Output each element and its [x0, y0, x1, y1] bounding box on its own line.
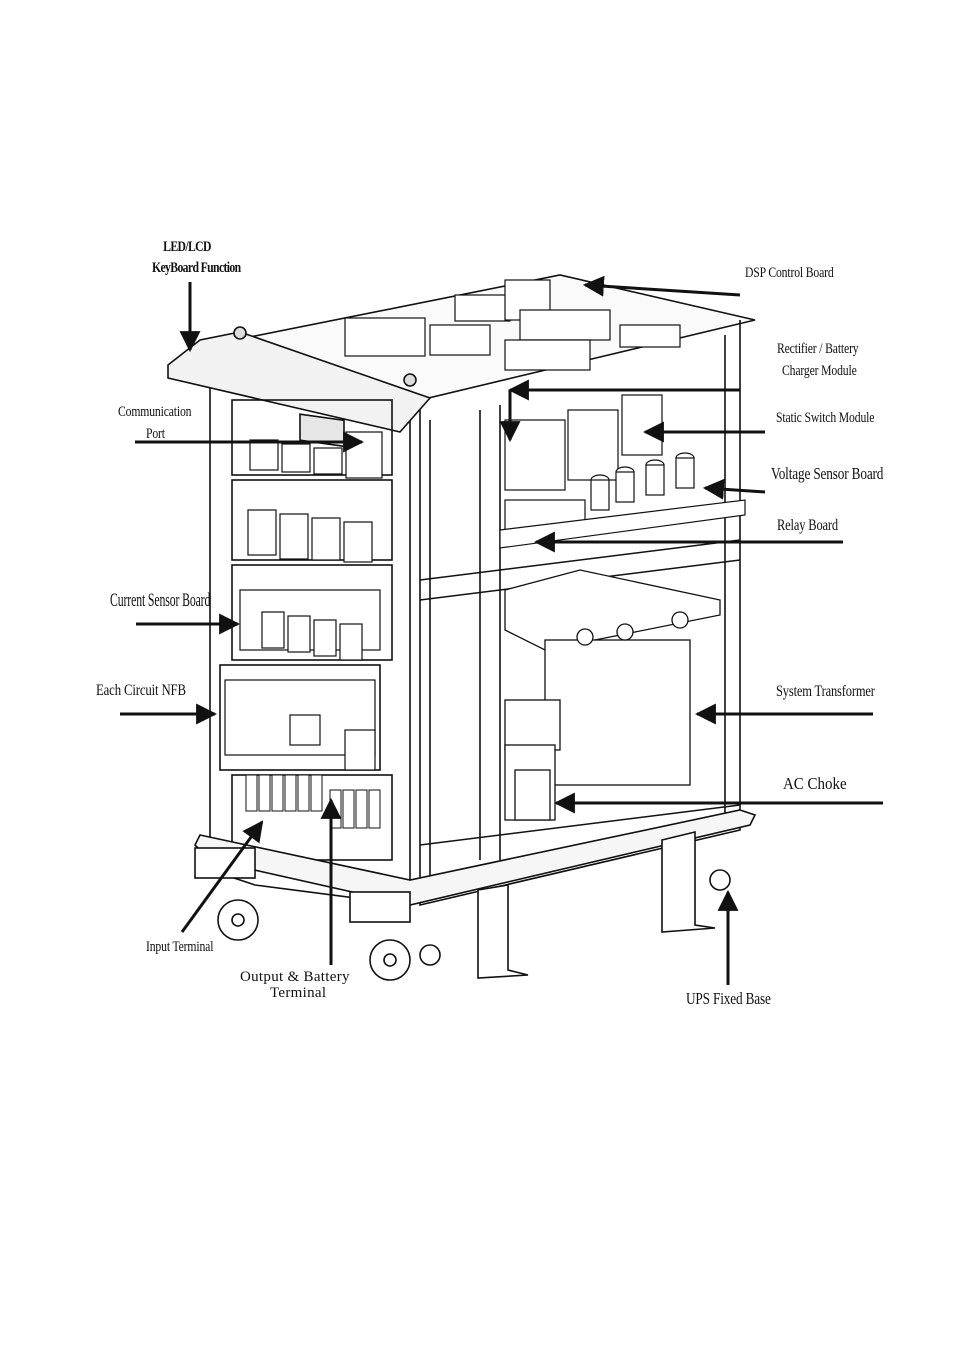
label-relay-board: Relay Board	[777, 517, 839, 534]
leader-arrows	[120, 275, 883, 985]
label-each-circuit-nfb: Each Circuit NFB	[96, 682, 186, 699]
label-led-lcd-line1: LED/LCD	[163, 239, 211, 255]
label-ac-choke: AC Choke	[783, 774, 847, 793]
arrow-dsp-control-board	[582, 275, 741, 297]
label-led-lcd: LED/LCD	[162, 239, 212, 256]
label-system-transformer: System Transformer	[776, 683, 875, 700]
label-rectifier-line2: Charger Module	[782, 363, 857, 379]
label-input-terminal: Input Terminal	[146, 939, 214, 955]
arrow-voltage-sensor	[702, 478, 766, 500]
label-output-battery-line1: Output & Battery	[240, 969, 350, 985]
label-communication-line2: Port	[146, 426, 165, 442]
label-communication-line1: Communication	[118, 404, 192, 420]
label-current-sensor-board: Current Sensor Board	[110, 590, 211, 611]
label-voltage-sensor-board: Voltage Sensor Board	[771, 464, 884, 483]
label-ups-fixed-base: UPS Fixed Base	[686, 989, 771, 1008]
cabinet-body	[167, 274, 757, 981]
label-output-battery-line2: Terminal	[270, 985, 327, 1001]
label-static-switch-module: Static Switch Module	[776, 410, 875, 426]
label-dsp-control-board: DSP Control Board	[745, 265, 834, 281]
label-rectifier-line1: Rectifier / Battery	[777, 341, 859, 357]
arrow-input-terminal	[180, 820, 264, 933]
label-keyboard-function: KeyBoard Function	[152, 260, 241, 276]
